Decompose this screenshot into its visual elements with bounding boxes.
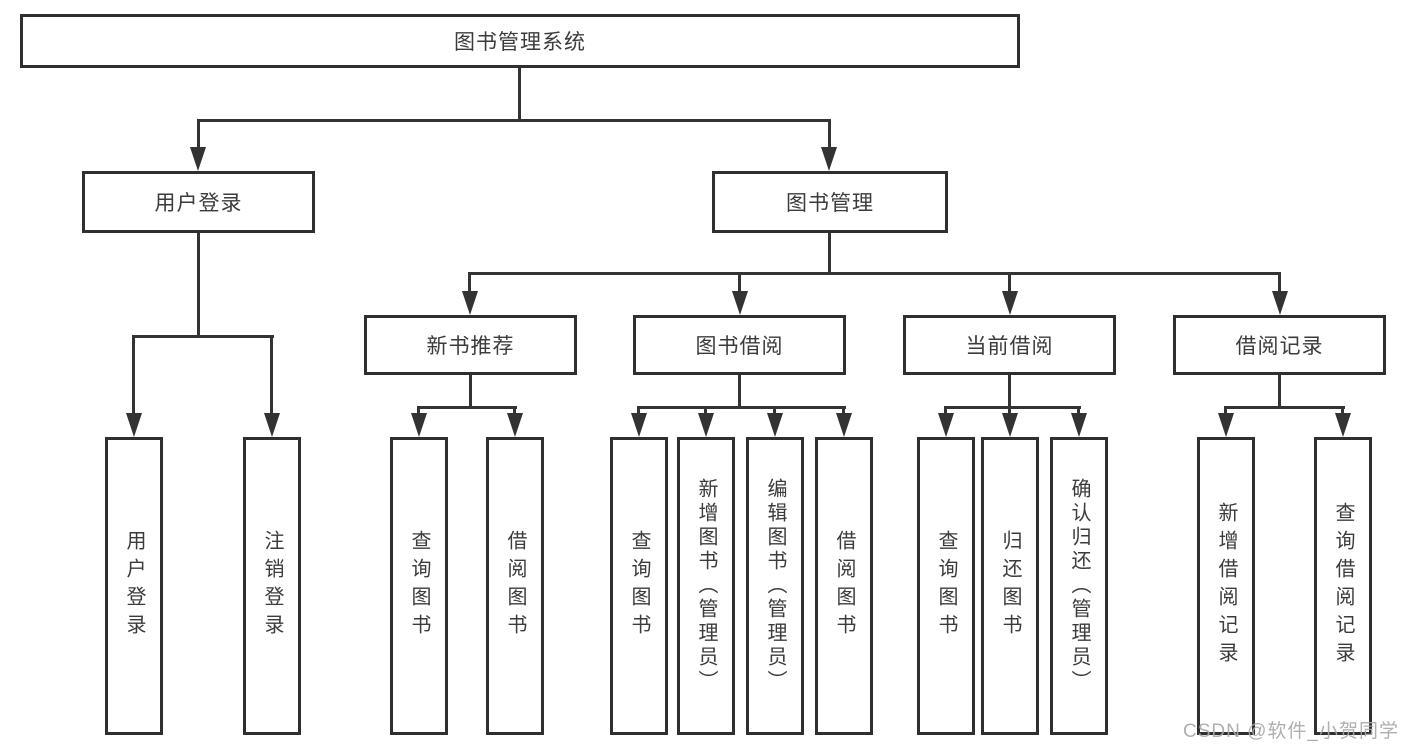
csdn-watermark: CSDN @软件_小贺同学 bbox=[1183, 721, 1399, 742]
connector-login-drop-left bbox=[132, 335, 135, 415]
connector-current-drop-3 bbox=[1077, 406, 1080, 415]
connector-manage-drop-3 bbox=[1008, 272, 1011, 295]
connector-root-bar bbox=[197, 119, 831, 122]
leaf-records-query-record: 查询借阅记录 bbox=[1314, 437, 1372, 735]
leaf-borrow-edit-books-admin: 编辑图书（管理员） bbox=[746, 437, 804, 735]
arrow-down-icon bbox=[732, 291, 748, 315]
connector-current-drop-1 bbox=[944, 406, 947, 415]
node-borrowing-records: 借阅记录 bbox=[1173, 315, 1386, 375]
connector-login-bar bbox=[132, 335, 274, 338]
connector-manage-bar bbox=[469, 272, 1281, 275]
leaf-logout: 注销登录 bbox=[243, 437, 301, 735]
connector-records-stem bbox=[1278, 375, 1281, 408]
arrow-down-icon bbox=[821, 147, 837, 171]
node-book-management-branch: 图书管理 bbox=[712, 171, 948, 233]
arrow-down-icon bbox=[1002, 413, 1018, 437]
connector-manage-stem bbox=[828, 233, 831, 274]
arrow-down-icon bbox=[264, 413, 280, 437]
leaf-current-query-books: 查询图书 bbox=[917, 437, 975, 735]
arrow-down-icon bbox=[411, 413, 427, 437]
leaf-borrow-query-books: 查询图书 bbox=[610, 437, 668, 735]
connector-borrow-drop-2 bbox=[704, 406, 707, 415]
connector-records-drop-2 bbox=[1341, 406, 1344, 415]
connector-current-stem bbox=[1008, 375, 1011, 408]
connector-recommend-drop-2 bbox=[513, 406, 516, 415]
arrow-down-icon bbox=[1071, 413, 1087, 437]
node-current-borrowing: 当前借阅 bbox=[903, 315, 1116, 375]
arrow-down-icon bbox=[190, 147, 206, 171]
connector-records-bar bbox=[1224, 406, 1345, 409]
connector-login-stem bbox=[197, 233, 200, 337]
arrow-down-icon bbox=[1335, 413, 1351, 437]
leaf-borrow-add-books-admin: 新增图书（管理员） bbox=[677, 437, 735, 735]
connector-login-drop-right bbox=[270, 335, 273, 415]
arrow-down-icon bbox=[938, 413, 954, 437]
connector-borrow-bar bbox=[637, 406, 846, 409]
arrow-down-icon bbox=[698, 413, 714, 437]
connector-recommend-drop-1 bbox=[417, 406, 420, 415]
node-book-borrowing: 图书借阅 bbox=[633, 315, 846, 375]
connector-current-drop-2 bbox=[1008, 406, 1011, 415]
connector-borrow-drop-3 bbox=[773, 406, 776, 415]
arrow-down-icon bbox=[1002, 291, 1018, 315]
leaf-current-return-books: 归还图书 bbox=[981, 437, 1039, 735]
node-root-system: 图书管理系统 bbox=[20, 14, 1020, 68]
node-new-book-recommend: 新书推荐 bbox=[364, 315, 577, 375]
connector-root-stem bbox=[518, 68, 521, 121]
arrow-down-icon bbox=[836, 413, 852, 437]
connector-root-drop-right bbox=[828, 119, 831, 151]
arrow-down-icon bbox=[1218, 413, 1234, 437]
arrow-down-icon bbox=[507, 413, 523, 437]
connector-current-bar bbox=[944, 406, 1081, 409]
leaf-borrow-borrow-books: 借阅图书 bbox=[815, 437, 873, 735]
connector-recommend-stem bbox=[469, 375, 472, 408]
connector-root-drop-left bbox=[197, 119, 200, 151]
connector-manage-drop-2 bbox=[738, 272, 741, 295]
connector-borrow-stem bbox=[738, 375, 741, 408]
arrow-down-icon bbox=[462, 291, 478, 315]
arrow-down-icon bbox=[126, 413, 142, 437]
node-user-login-branch: 用户登录 bbox=[82, 171, 315, 233]
connector-manage-drop-4 bbox=[1278, 272, 1281, 295]
arrow-down-icon bbox=[767, 413, 783, 437]
arrow-down-icon bbox=[631, 413, 647, 437]
arrow-down-icon bbox=[1272, 291, 1288, 315]
connector-records-drop-1 bbox=[1224, 406, 1227, 415]
connector-borrow-drop-4 bbox=[842, 406, 845, 415]
leaf-records-add-record: 新增借阅记录 bbox=[1197, 437, 1255, 735]
leaf-recommend-borrow-books: 借阅图书 bbox=[486, 437, 544, 735]
leaf-user-login: 用户登录 bbox=[105, 437, 163, 735]
connector-recommend-bar bbox=[417, 406, 517, 409]
leaf-current-confirm-return-admin: 确认归还（管理员） bbox=[1050, 437, 1108, 735]
connector-borrow-drop-1 bbox=[637, 406, 640, 415]
connector-manage-drop-1 bbox=[468, 272, 471, 295]
leaf-recommend-query-books: 查询图书 bbox=[390, 437, 448, 735]
